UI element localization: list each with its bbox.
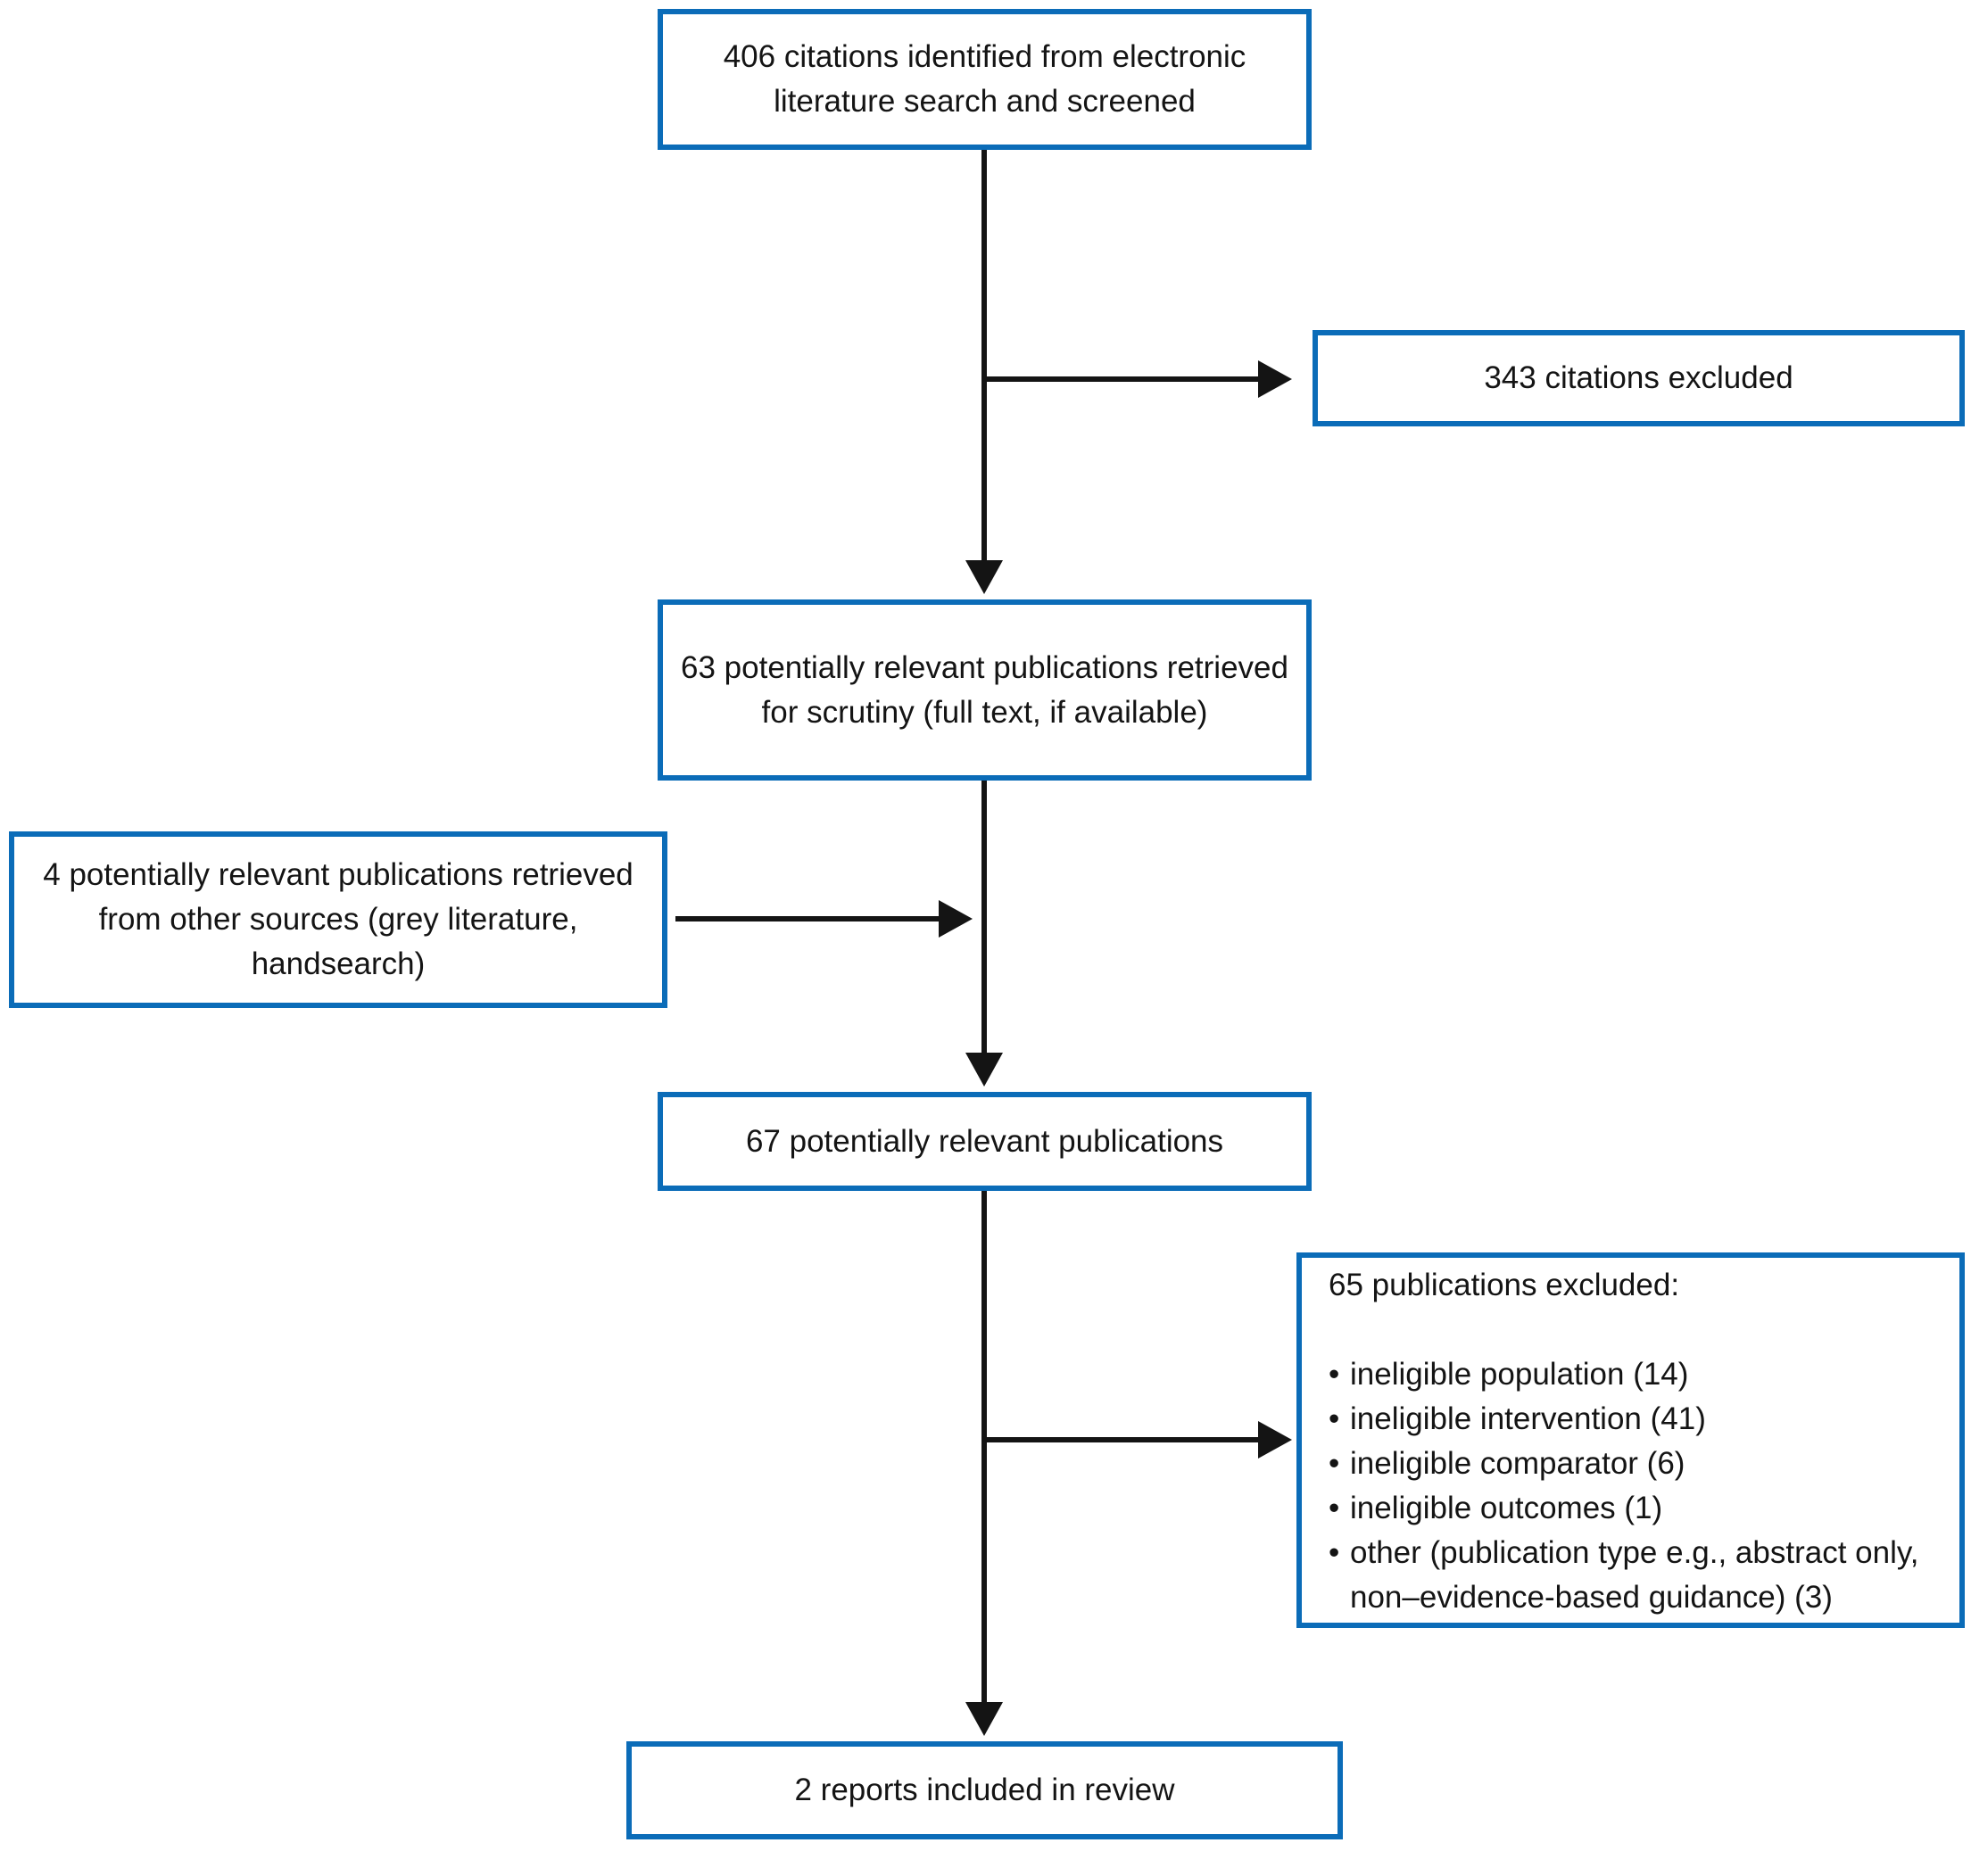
bullet-icon: •	[1329, 1491, 1340, 1525]
excluded-reason-item: • ineligible outcomes (1)	[1329, 1486, 1950, 1531]
excluded-heading: 65 publications excluded:	[1329, 1268, 1680, 1302]
arrow-line	[984, 376, 1258, 382]
node-text: 4 potentially relevant publications retr…	[43, 857, 634, 981]
bullet-icon: •	[1329, 1446, 1340, 1481]
blank-line	[1329, 1308, 1950, 1352]
node-text: 63 potentially relevant publications ret…	[681, 649, 1288, 730]
arrowhead-down-icon	[965, 560, 1003, 594]
arrowhead-down-icon	[965, 1702, 1003, 1736]
node-text: 2 reports included in review	[794, 1773, 1175, 1807]
arrowhead-down-icon	[965, 1053, 1003, 1087]
arrowhead-right-icon	[1258, 1421, 1292, 1459]
bullet-icon: •	[1329, 1401, 1340, 1436]
arrowhead-right-icon	[939, 900, 973, 938]
excluded-reason-text: ineligible outcomes (1)	[1350, 1491, 1663, 1525]
arrow-line	[981, 781, 987, 1053]
excluded-reason-item: • ineligible intervention (41)	[1329, 1397, 1950, 1442]
bullet-icon: •	[1329, 1535, 1340, 1570]
excluded-reason-item: • ineligible comparator (6)	[1329, 1442, 1950, 1486]
node-combined-publications: 67 potentially relevant publications	[658, 1092, 1312, 1191]
node-other-sources: 4 potentially relevant publications retr…	[9, 831, 667, 1008]
node-publications-excluded: 65 publications excluded: • ineligible p…	[1296, 1252, 1965, 1628]
node-citations-excluded: 343 citations excluded	[1313, 330, 1965, 426]
arrow-line	[675, 916, 939, 921]
arrow-line	[981, 150, 987, 560]
excluded-reason-item: • other (publication type e.g., abstract…	[1329, 1531, 1950, 1620]
node-reports-included: 2 reports included in review	[626, 1741, 1343, 1839]
excluded-reason-text: ineligible population (14)	[1350, 1357, 1689, 1392]
arrowhead-right-icon	[1258, 360, 1292, 398]
arrow-line	[981, 1191, 987, 1702]
excluded-reason-text: ineligible comparator (6)	[1350, 1446, 1685, 1481]
node-text: 406 citations identified from electronic…	[723, 39, 1246, 119]
node-text: 343 citations excluded	[1484, 360, 1793, 395]
node-publications-retrieved: 63 potentially relevant publications ret…	[658, 599, 1312, 781]
excluded-reason-item: • ineligible population (14)	[1329, 1352, 1950, 1397]
node-text: 67 potentially relevant publications	[745, 1123, 1224, 1159]
node-citations-screened: 406 citations identified from electronic…	[658, 9, 1312, 150]
excluded-reason-text: other (publication type e.g., abstract o…	[1350, 1535, 1919, 1615]
bullet-icon: •	[1329, 1357, 1340, 1392]
excluded-reason-text: ineligible intervention (41)	[1350, 1401, 1706, 1436]
arrow-line	[984, 1437, 1258, 1442]
